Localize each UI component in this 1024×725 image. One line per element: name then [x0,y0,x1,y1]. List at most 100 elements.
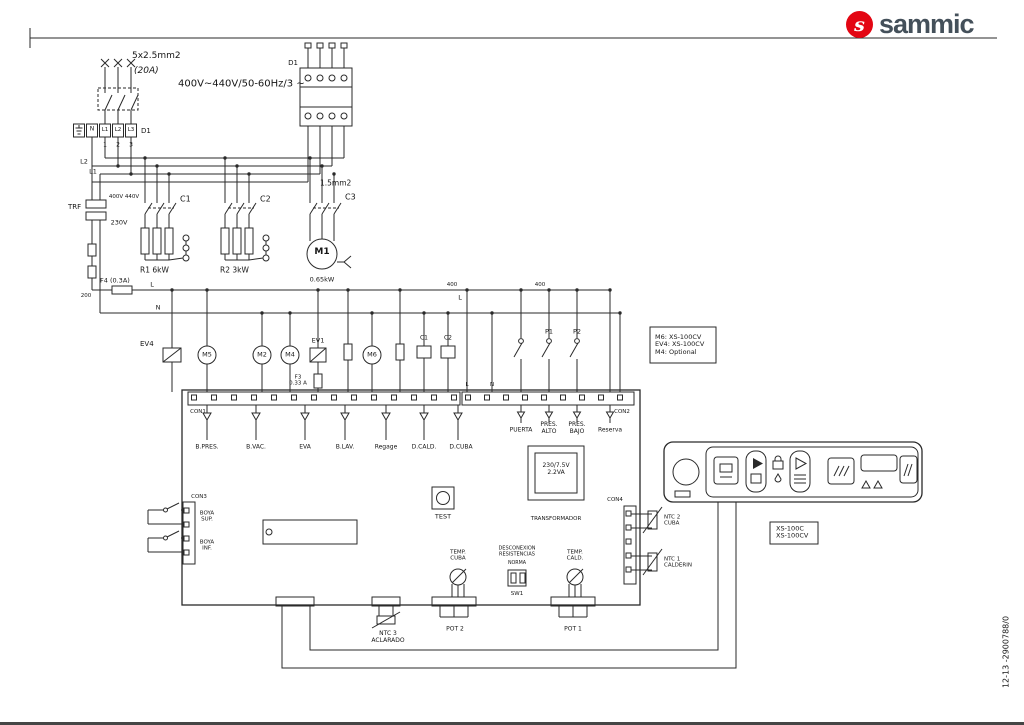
coil-c2-symbol [440,345,456,359]
pot-temp-cuba [449,568,467,597]
supply-terminals [73,123,137,182]
valve-ev1-ref: EV1 [311,336,325,345]
output-eva: EVA [299,443,311,451]
coil-c2-ref: C2 [443,334,453,342]
contactor-c2 [224,196,257,228]
motor-m1-ref: M1 [314,246,330,257]
valve-ev4-symbol [162,347,182,363]
panel-drain-button [899,455,918,484]
pressure-switch-p1-ref: P1 [544,327,554,336]
heater-r1-ref: R1 6kW [140,265,169,275]
drop-icon [774,473,782,483]
input-pres-alto: PRES. ALTO [540,421,558,435]
con3-ref: CON3 [191,493,207,500]
output-blav: B.LAV. [335,443,355,451]
motor-m6-ref: M6 [367,350,377,359]
panel-rinse-button [827,457,855,485]
output-regage: Regage [374,443,398,451]
pot2-label: POT 2 [446,625,464,633]
bus-l1-label: L1 [89,167,97,176]
output-bpres: B.PRES. [195,443,219,451]
motor-m5-ref: M5 [202,350,212,359]
con4-ref: CON4 [607,496,623,503]
motor-m4-symbol [280,345,300,365]
input-reserva: Reserva [597,426,623,434]
ntc1-probe [631,548,663,576]
motor-power: 0.65kW [309,275,335,284]
connector-con2 [461,391,635,406]
temp-cald-label: TEMP. CALD. [566,549,584,562]
model-box [769,521,819,545]
contactor-c1 [144,196,177,228]
con2-pins [465,394,623,401]
ntc3-external [371,606,401,629]
control-buses [100,289,620,314]
phase-buses [92,156,344,196]
transformer-primary: 400V 440V [108,193,140,200]
transformer-ref: TRF [68,202,82,211]
con1-pins [191,394,457,401]
board-outputs [202,405,463,440]
control-components [162,288,622,392]
phase-num-2: 2 [116,141,120,149]
sw1-ref: SW1 [510,590,524,597]
window-bottom-edge [0,722,1024,725]
pot-temp-cald [566,568,584,597]
board-transformer [527,445,585,501]
terminal-l1: L1 [101,126,109,133]
sammic-logo-text: sammic [879,9,975,39]
norma-label: NORMA [507,561,527,567]
transformer-trf [85,174,133,313]
board-inputs [516,405,615,423]
fuse-f3-ref: F3 0.33 A [289,374,307,387]
contactor-c3 [309,196,342,228]
panel-knob [672,458,700,486]
panel-face [705,446,919,498]
terminal-l2: L2 [114,126,122,133]
panel-display [860,454,898,472]
sammic-logo-icon: s [846,11,873,38]
wire-l-b: L [458,293,462,302]
ntc3-connector [371,596,401,607]
wire-n-con2: N [489,381,495,388]
board-trafo-rating: 230/7.5V 2.2VA [542,462,570,476]
motor-m1 [306,228,352,270]
contactor-c1-ref: C1 [180,194,191,204]
pressure-switch-p2-ref: P2 [572,327,582,336]
desconexion-label: DESCONEXION RESISTENCIAS [498,545,536,557]
warning-icon [861,479,883,489]
connector-con4 [623,505,637,585]
float-switch-inf [147,530,184,553]
coil-c1-ref: C1 [419,334,429,342]
panel-start-button [745,450,767,493]
sammic-logo: s sammic [846,9,975,40]
phase-num-3: 3 [129,141,133,149]
panel-model-label: XS-100C XS-100CV [776,524,809,540]
panel-door-button [713,456,739,485]
valve-ev4-ref: EV4 [140,339,154,348]
bus-l2-label: L2 [80,157,88,166]
breaker-rating: (20A) [134,65,159,76]
ntc1-label: NTC 1 CALDERIN [664,556,692,569]
wire-n: N [155,303,161,312]
panel-cycle-button [789,450,811,493]
heater-r1 [140,227,190,262]
relay-symbol-a [343,343,353,361]
heater-r2 [220,227,270,262]
coil-c1-symbol [416,345,432,359]
transformer-secondary: 230V [110,218,128,227]
info-box-text: M6: XS-100CV EV4: XS-100CV M4: Optional [655,332,705,356]
motor-m6-symbol [362,345,382,365]
earth-icon [75,125,83,135]
wire-400-b: 400 [534,281,546,288]
con1-ref: CON1 [190,408,206,415]
lock-icon [772,455,784,470]
info-box [649,326,717,364]
input-switches [513,288,580,392]
board-trafo-label: TRANSFORMADOR [530,515,582,522]
dip-switch-sw1 [507,569,527,587]
float-switch-sup [147,502,184,525]
relay-symbol-b [395,343,405,361]
doc-number: 12-13 -2900788/0 [1001,615,1011,689]
phase-num-1: 1 [103,141,107,149]
